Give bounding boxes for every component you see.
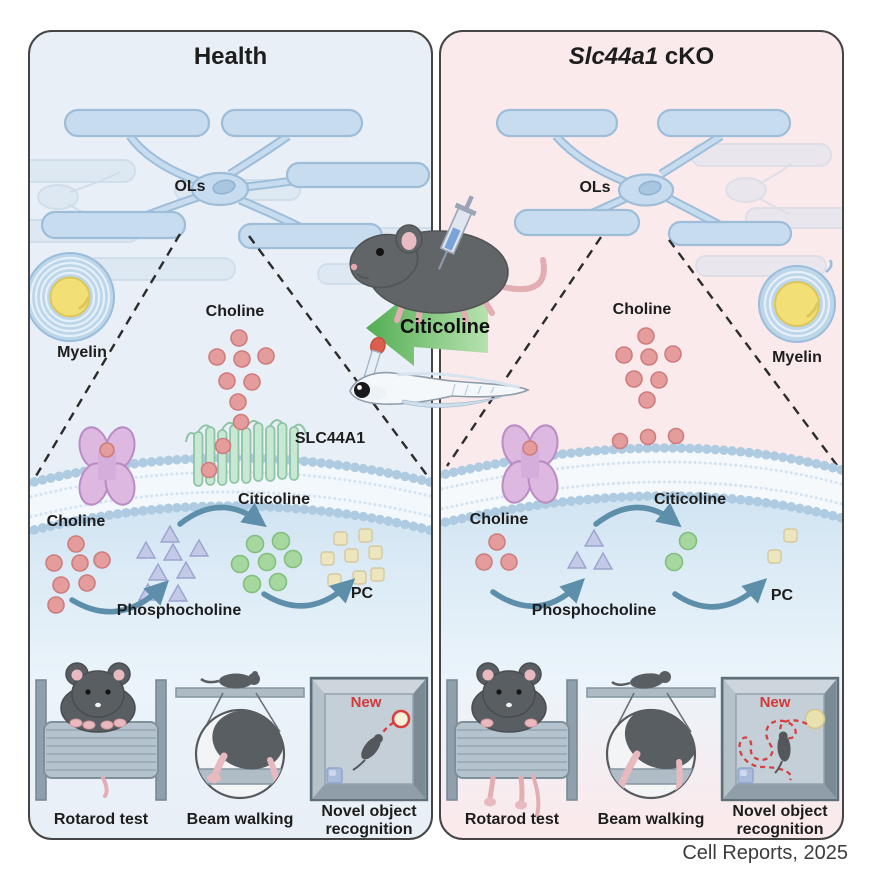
choline-extracellular-label: Choline — [205, 303, 265, 320]
beam-mouse-small — [611, 671, 671, 689]
new-object-label: New — [759, 694, 791, 711]
pc-label: PC — [770, 587, 794, 604]
citicoline-label: Citicoline — [237, 491, 310, 508]
journal-caption: Cell Reports, 2025 — [682, 842, 848, 864]
oligodendrocyte — [495, 108, 793, 247]
novel-object-test — [309, 676, 429, 802]
choline-intracellular-dots — [45, 535, 111, 614]
ols-label: OLs — [579, 179, 611, 196]
rotarod-test — [446, 662, 578, 818]
phosphocholine-triangles — [566, 528, 614, 570]
novel-object-label: Novel object recognition — [321, 803, 417, 838]
beam-walking-label: Beam walking — [597, 811, 705, 828]
choline-intracellular-dots — [475, 533, 518, 571]
cko-illustration — [441, 108, 842, 838]
ols-background — [690, 143, 842, 277]
choline-extracellular-label: Choline — [612, 301, 672, 318]
panel-title-cko: Slc44a1 cKO — [441, 43, 842, 71]
citicoline-dots — [664, 531, 698, 572]
lipid-bilayer — [441, 443, 842, 528]
rotarod-test — [35, 662, 167, 801]
phosphocholine-label: Phosphocholine — [531, 602, 657, 619]
choline-extracellular-dots — [208, 329, 275, 411]
magnification-cone — [446, 236, 840, 469]
choline-blocked-dots — [611, 427, 685, 450]
beam-walking-test — [586, 671, 716, 800]
pathway-arrows — [69, 502, 356, 615]
ols-label: OLs — [174, 178, 206, 195]
slc44a1-transporter — [185, 413, 307, 487]
pc-squares — [767, 528, 798, 564]
oligodendrocyte — [40, 108, 431, 250]
new-object-label: New — [350, 694, 382, 711]
novel-object-test — [720, 676, 840, 802]
choline-transporter-purple — [501, 424, 559, 504]
beam-mouse-small — [200, 671, 260, 689]
myelin-label: Myelin — [57, 344, 107, 361]
beam-walking-test — [175, 671, 305, 800]
rotarod-label: Rotarod test — [53, 811, 149, 828]
choline-intracellular-label: Choline — [46, 513, 106, 530]
myelin-label: Myelin — [772, 349, 822, 366]
gene-name: Slc44a1 — [568, 43, 659, 70]
panel-cko: Slc44a1 cKO OLs Myelin Choline Choline C… — [439, 30, 844, 840]
choline-transporter-purple — [78, 426, 136, 506]
myelin-cross-section — [758, 259, 836, 343]
health-illustration — [30, 108, 431, 838]
pc-squares — [320, 528, 385, 588]
cko-suffix: cKO — [658, 43, 715, 70]
citicoline-dots — [230, 531, 303, 594]
citicoline-label: Citicoline — [653, 491, 726, 508]
rotarod-label: Rotarod test — [464, 811, 560, 828]
pathway-arrows — [490, 502, 768, 610]
beam-walking-label: Beam walking — [186, 811, 294, 828]
panel-title-health: Health — [193, 43, 268, 70]
panel-health: Health OLs Myelin Choline SLC44A1 Cholin… — [28, 30, 433, 840]
phosphocholine-label: Phosphocholine — [116, 602, 242, 619]
novel-object-label: Novel object recognition — [732, 803, 828, 838]
citicoline-arrow-label: Citicoline — [399, 316, 490, 338]
magnification-cone — [34, 233, 430, 479]
slc44a1-label: SLC44A1 — [294, 430, 366, 447]
myelin-cross-section — [30, 252, 115, 342]
pc-label: PC — [350, 585, 374, 602]
choline-intracellular-label: Choline — [469, 511, 529, 528]
choline-extracellular-dots — [615, 327, 682, 409]
